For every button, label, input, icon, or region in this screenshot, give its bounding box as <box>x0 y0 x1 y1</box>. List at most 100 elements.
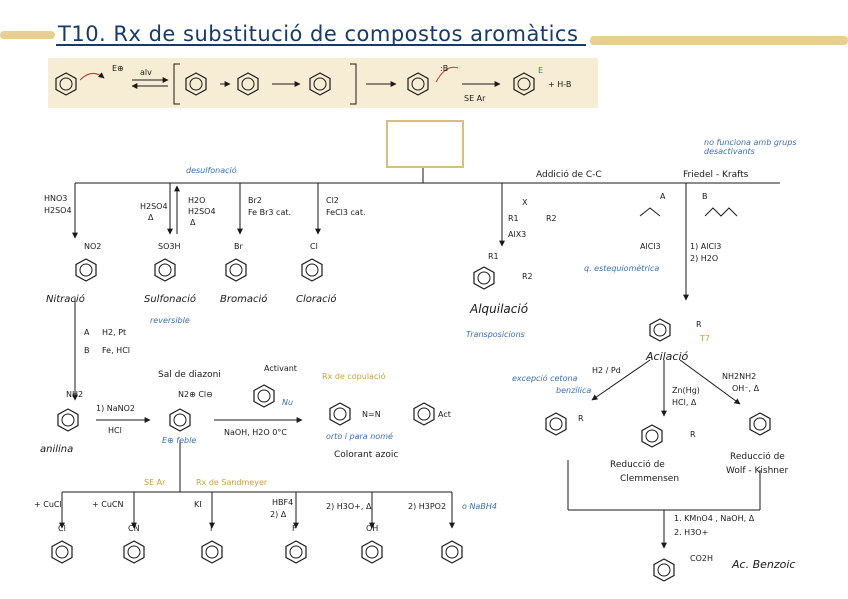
acyl-tag: T7 <box>700 334 710 343</box>
sandmeyer-product-cn: CN <box>128 524 140 533</box>
azo-note: orto i para nomé <box>326 432 393 441</box>
sandmeyer-reagent-ki: KI <box>194 500 202 509</box>
title-highlight-right <box>590 36 848 45</box>
sandmeyer-reagent-cucn: + CuCN <box>92 500 124 509</box>
oxidation-step2: 2. H3O+ <box>674 528 709 537</box>
nu-label: Nu <box>282 398 294 407</box>
sandmeyer-product-oh: OH <box>366 524 379 533</box>
alkyl-x: X <box>522 198 528 207</box>
sandmeyer-product-cl: Cl <box>58 524 66 533</box>
reduction-option1-note2: benzílica <box>556 386 592 395</box>
sandmeyer-reagent-hbf4: HBF4 <box>272 498 294 507</box>
reduction-option3-1: NH2NH2 <box>722 372 757 381</box>
reduction-option1: H2 / Pd <box>592 366 621 375</box>
sandmeyer-product-f: F <box>292 524 297 533</box>
azo-link: N=N <box>362 410 381 419</box>
mech-sigma-complex-1 <box>185 72 207 96</box>
alkylbenzene-sub2: R2 <box>522 272 533 281</box>
aniline-reagent-2: HCl <box>108 426 122 435</box>
reduced-sub-2: R <box>690 430 696 439</box>
reduced-ring-3 <box>749 412 771 436</box>
mech-sigma-complex-4 <box>407 72 429 96</box>
chlorination-reagent-2: FeCl3 cat. <box>326 208 366 217</box>
benzoic-acid-ring <box>653 558 675 582</box>
sandmeyer-reagent-nabh4: o NaBH4 <box>462 502 497 511</box>
acyl-a-label: A <box>660 192 666 201</box>
mech-proton-label: + H-B <box>548 80 572 89</box>
nitro-red-a: A <box>84 328 90 337</box>
bromination-reagent-2: Fe Br3 cat. <box>248 208 292 217</box>
mech-sigma-complex-3 <box>309 72 331 96</box>
sulfonation-name: Sulfonació <box>144 294 196 305</box>
nitration-reagent-2: H2SO4 <box>44 206 72 215</box>
chlorination-reagent-1: Cl2 <box>326 196 339 205</box>
acylbenzene-ring <box>649 318 671 342</box>
reduction-option1-note1: excepció cetona <box>512 374 578 383</box>
wolf-kishner-name-2: Wolf - Kishner <box>726 466 789 476</box>
title-highlight-left <box>0 31 55 39</box>
aniline-name: anilina <box>40 444 74 455</box>
central-benzene-box <box>386 120 464 168</box>
sandmeyer-reagent-cucl: + CuCl <box>34 500 62 509</box>
nitro-red-b: B <box>84 346 90 355</box>
addition-label: Addició de C-C <box>536 170 602 180</box>
aniline-reagent-1: 1) NaNO2 <box>96 404 136 413</box>
acyl-sub: R <box>696 320 702 329</box>
chlorination-name: Cloració <box>296 294 337 305</box>
stoich-note: q. estequiomètrica <box>584 264 660 273</box>
diazonium-sub: N2⊕ Cl⊖ <box>178 390 213 399</box>
azo-act: Act <box>438 410 451 419</box>
mech-product <box>513 72 535 96</box>
desulfonation-label: desulfonació <box>186 166 237 175</box>
deactivating-note: no funciona amb grups desactivants <box>704 138 797 156</box>
diazonium-note: E⊕ feble <box>162 436 197 445</box>
acyl-a-reagent: AlCl3 <box>640 242 661 251</box>
friedel-crafts-label: Friedel - Krafts <box>683 170 749 180</box>
title-underline <box>56 44 586 46</box>
mechanism-box <box>48 58 598 108</box>
sandmeyer-reagent-h3po2: 2) H3PO2 <box>408 502 447 511</box>
reduced-sub-1: R <box>578 414 584 423</box>
sulfonation-note: reversible <box>150 316 190 325</box>
mech-electrophile: E⊕ <box>112 64 124 73</box>
bromination-name: Bromació <box>220 294 268 305</box>
azo-ring-2 <box>413 402 435 426</box>
alkyl-r2: R2 <box>546 214 557 223</box>
sandmeyer-ring-1 <box>51 540 73 564</box>
clemmensen-name-1: Reducció de <box>610 460 665 470</box>
sandmeyer-reagent-heat: 2) Δ <box>270 510 287 519</box>
page-title: T10. Rx de substitució de compostos arom… <box>58 22 579 46</box>
alkylation-note: Transposicions <box>466 330 525 339</box>
nitro-sub: NO2 <box>84 242 102 251</box>
sulfonation-reagent-2: Δ <box>148 213 154 222</box>
acylation-name: Acilació <box>646 350 689 363</box>
acyl-b-reagent-2: 2) H2O <box>690 254 719 263</box>
desulfonation-reagent-2: H2SO4 <box>188 207 216 216</box>
nitro-red-b-reagent: Fe, HCl <box>102 346 130 355</box>
reduction-option3-2: OH⁻, Δ <box>732 384 760 393</box>
reduced-ring-2 <box>641 424 663 448</box>
bromination-reagent-1: Br2 <box>248 196 262 205</box>
sandmeyer-ring-5 <box>361 540 383 564</box>
clemmensen-name-2: Clemmensen <box>620 474 680 484</box>
mech-sear-label: SE Ar <box>464 94 486 103</box>
azo-ring-1 <box>329 402 351 426</box>
chlorobenzene-ring <box>301 258 323 282</box>
aniline-ring <box>57 408 79 432</box>
activant-label: Activant <box>264 364 297 373</box>
chloro-sub: Cl <box>310 242 318 251</box>
sandmeyer-ring-4 <box>285 540 307 564</box>
alkylbenzene-ring <box>473 266 495 290</box>
alkyl-r1: R1 <box>508 214 519 223</box>
mech-base-label: :B <box>440 64 449 73</box>
mech-sigma-complex-2 <box>237 72 259 96</box>
nitration-name: Nitració <box>46 294 85 305</box>
reduced-ring-1 <box>545 412 567 436</box>
azo-name: Colorant azoic <box>334 450 399 460</box>
benzoic-name: Ac. Benzoic <box>732 558 796 571</box>
reduction-option2-2: HCl, Δ <box>672 398 697 407</box>
sandmeyer-product-i: I <box>210 524 213 533</box>
desulfonation-reagent-1: H2O <box>188 196 206 205</box>
mech-benzene <box>55 72 77 96</box>
sandmeyer-title: Rx de Sandmeyer <box>196 478 268 487</box>
